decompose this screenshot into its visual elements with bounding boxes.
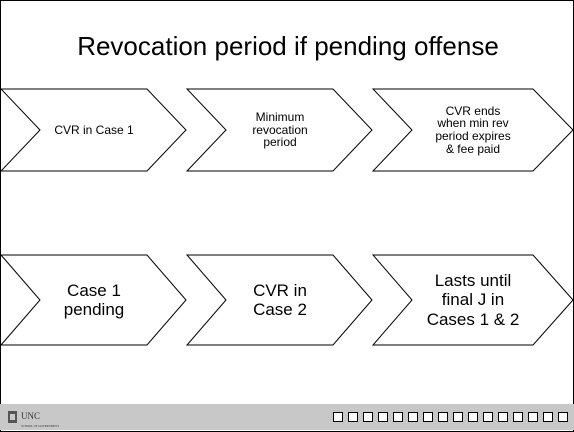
chevron-label: Minimum revocation period (252, 110, 308, 150)
slide-nav-square[interactable] (333, 412, 343, 422)
unc-logo: UNC SCHOOL OF GOVERNMENT (8, 410, 59, 428)
slide-nav-square[interactable] (453, 412, 463, 422)
logo-text: UNC (21, 411, 41, 421)
logo-emblem-icon (8, 411, 17, 423)
logo-subtext: SCHOOL OF GOVERNMENT (21, 424, 60, 428)
slide-nav-square[interactable] (423, 412, 433, 422)
chevron-label: Case 1 pending (63, 280, 125, 319)
slide-nav-square[interactable] (378, 412, 388, 422)
slide-nav-square[interactable] (363, 412, 373, 422)
slide-nav-square[interactable] (483, 412, 493, 422)
slide-nav-squares (333, 412, 568, 422)
slide-nav-square[interactable] (438, 412, 448, 422)
chevron-label: CVR ends when min rev period expires & f… (435, 103, 511, 156)
chevron-label: CVR in Case 2 (253, 280, 307, 319)
slide-title: Revocation period if pending offense (77, 31, 499, 61)
slide-nav-square[interactable] (348, 412, 358, 422)
slide-nav-square[interactable] (543, 412, 553, 422)
slide-nav-square[interactable] (393, 412, 403, 422)
slide-nav-square[interactable] (408, 412, 418, 422)
slide-nav-square[interactable] (528, 412, 538, 422)
chevron-label: Lasts until final J in Cases 1 & 2 (426, 271, 520, 329)
slide-nav-square[interactable] (498, 412, 508, 422)
slide-nav-square[interactable] (558, 412, 568, 422)
slide-nav-square[interactable] (513, 412, 523, 422)
chevron-label: CVR in Case 1 (54, 122, 134, 137)
slide-footer: UNC SCHOOL OF GOVERNMENT (0, 404, 574, 430)
slide-nav-square[interactable] (468, 412, 478, 422)
